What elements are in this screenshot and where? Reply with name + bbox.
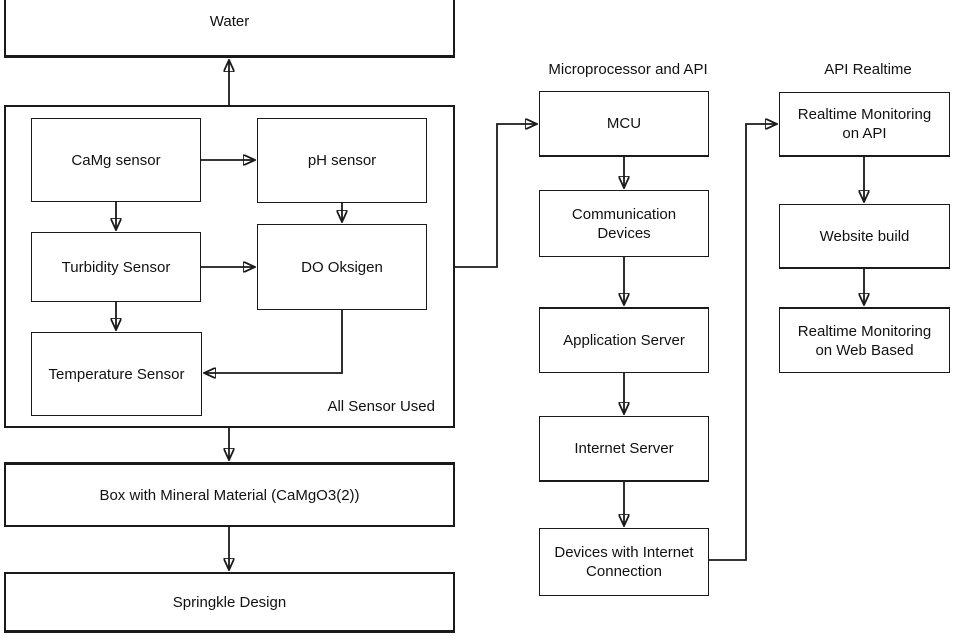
middle-column-title-label: Microprocessor and API [548, 61, 708, 78]
node-turbidity-sensor-label: Turbidity Sensor [61, 258, 171, 276]
node-mcu: MCU [539, 91, 709, 157]
node-springkle-design: Springkle Design [4, 572, 455, 633]
node-ph-sensor-label: pH sensor [307, 152, 377, 169]
node-mcu-label: MCU [606, 115, 642, 132]
node-temperature-sensor-label: Temperature Sensor [48, 365, 185, 383]
node-application-server-label: Application Server [563, 332, 685, 349]
edge-devices-to-realtime-api [709, 124, 776, 561]
node-devices-with-internet-label: Devices with Internet Connection [554, 544, 694, 580]
node-communication-devices-label: Communication Devices [571, 205, 677, 242]
node-realtime-monitoring-api: Realtime Monitoring on API [779, 92, 950, 157]
right-column-title: API Realtime [768, 61, 966, 78]
node-mineral-box-label: Box with Mineral Material (CaMgO3(2)) [99, 486, 360, 504]
node-camg-sensor: CaMg sensor [31, 118, 201, 202]
node-ph-sensor: pH sensor [257, 118, 427, 203]
node-turbidity-sensor: Turbidity Sensor [31, 232, 201, 302]
node-water: Water [4, 0, 455, 58]
node-realtime-monitoring-web: Realtime Monitoring on Web Based [779, 307, 950, 373]
node-realtime-monitoring-api-label: Realtime Monitoring on API [797, 106, 932, 142]
edge-sensors-to-mcu [455, 124, 536, 268]
node-internet-server: Internet Server [539, 416, 709, 482]
node-water-label: Water [209, 13, 250, 30]
node-do-oksigen-label: DO Oksigen [301, 258, 383, 276]
node-do-oksigen: DO Oksigen [257, 224, 427, 310]
node-mineral-box: Box with Mineral Material (CaMgO3(2)) [4, 462, 455, 527]
middle-column-title: Microprocessor and API [528, 61, 728, 78]
right-column-title-label: API Realtime [824, 61, 912, 78]
node-devices-with-internet: Devices with Internet Connection [539, 528, 709, 596]
node-camg-sensor-label: CaMg sensor [71, 151, 161, 169]
node-temperature-sensor: Temperature Sensor [31, 332, 202, 416]
node-internet-server-label: Internet Server [574, 440, 674, 457]
node-springkle-design-label: Springkle Design [172, 593, 287, 611]
sensor-group-caption: All Sensor Used [327, 398, 435, 415]
node-communication-devices: Communication Devices [539, 190, 709, 257]
node-website-build: Website build [779, 204, 950, 269]
node-application-server: Application Server [539, 307, 709, 373]
node-website-build-label: Website build [819, 227, 910, 245]
node-realtime-monitoring-web-label: Realtime Monitoring on Web Based [797, 322, 932, 359]
